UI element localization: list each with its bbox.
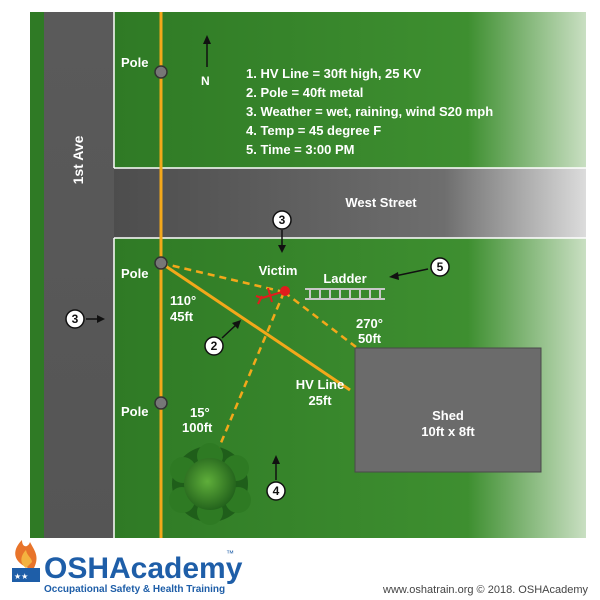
ladder-icon <box>305 288 385 300</box>
arrow-up-right-icon <box>221 323 238 339</box>
arrow-left-icon <box>394 268 429 277</box>
marker-tree-num: 4 <box>273 484 280 498</box>
tree-angle: 15° <box>190 405 210 420</box>
avenue-road <box>44 12 114 538</box>
marker-weather-left <box>65 309 85 329</box>
tree-distance: 100ft <box>182 420 213 435</box>
measure-pole-victim <box>160 261 285 294</box>
shed-distance: 50ft <box>358 331 382 346</box>
marker-tree <box>266 481 286 501</box>
note-2: 2. Pole = 40ft metal <box>246 85 363 100</box>
victim-figure-icon <box>255 286 290 305</box>
pole-middle-label: Pole <box>121 266 148 281</box>
north-label: N <box>201 74 210 88</box>
oshacademy-logo: ★★ OSH Academy ™ Occupational Safety & H… <box>12 540 243 595</box>
note-3: 3. Weather = wet, raining, wind S20 mph <box>246 104 493 119</box>
pole-top <box>154 65 168 79</box>
marker-pole-num: 2 <box>211 339 218 353</box>
marker-time-num: 5 <box>437 260 444 274</box>
marker-time <box>430 257 450 277</box>
tree-icon <box>169 443 251 525</box>
pole-top-label: Pole <box>121 55 148 70</box>
pole-middle <box>154 256 168 270</box>
street-label: West Street <box>345 195 417 210</box>
shed-title: Shed <box>432 408 464 423</box>
left-grass-strip <box>30 12 44 538</box>
note-1: 1. HV Line = 30ft high, 25 KV <box>246 66 422 81</box>
marker-pole <box>204 336 224 356</box>
measure-victim-tree <box>216 291 286 451</box>
logo-tm: ™ <box>226 549 234 558</box>
note-5: 5. Time = 3:00 PM <box>246 142 355 157</box>
marker-weather-top <box>272 210 292 230</box>
logo-osh: OSH <box>44 552 109 585</box>
measure-victim-shed <box>283 291 357 348</box>
logo-tagline: Occupational Safety & Health Training <box>44 584 225 595</box>
logo-academy: Academy <box>109 552 243 585</box>
victim-label: Victim <box>259 263 298 278</box>
footer-credit: www.oshatrain.org © 2018. OSHAcademy <box>382 584 588 596</box>
ladder-label: Ladder <box>323 271 366 286</box>
note-4: 4. Temp = 45 degree F <box>246 123 381 138</box>
avenue-label: 1st Ave <box>70 135 86 184</box>
svg-text:★★: ★★ <box>14 572 28 581</box>
shed <box>354 347 542 473</box>
marker-weather-top-num: 3 <box>279 213 286 227</box>
pole-bottom-label: Pole <box>121 404 148 419</box>
hv-line-distance: 25ft <box>308 393 332 408</box>
marker-weather-left-num: 3 <box>72 312 79 326</box>
hv-line <box>160 261 351 392</box>
pole-bottom <box>154 396 168 410</box>
shed-size: 10ft x 8ft <box>421 424 475 439</box>
west-street-road <box>114 168 586 238</box>
hv-line-label: HV Line <box>296 377 344 392</box>
flame-icon: ★★ <box>12 540 40 582</box>
shed-angle: 270° <box>356 316 383 331</box>
north-lot <box>114 12 586 168</box>
pole-distance: 45ft <box>170 309 194 324</box>
pole-angle: 110° <box>170 293 196 308</box>
